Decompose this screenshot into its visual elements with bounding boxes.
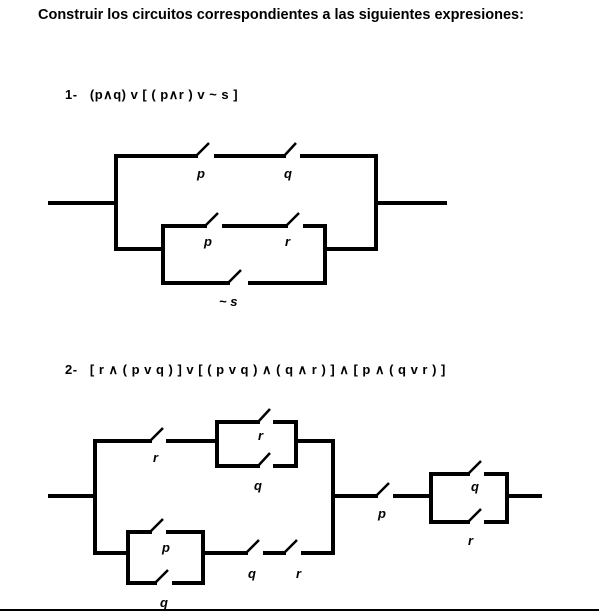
page-title: Construir los circuitos correspondientes… xyxy=(38,7,524,23)
problem-number-2: 2- xyxy=(65,362,78,377)
switch-r-inner xyxy=(285,212,300,227)
switch-q-left xyxy=(154,569,169,584)
problem-number-1: 1- xyxy=(65,87,78,102)
label-p-inner: p xyxy=(203,234,212,249)
label-r-small: r xyxy=(258,428,264,443)
switch-p-top xyxy=(195,142,210,157)
label-p-top: p xyxy=(196,166,205,181)
label-r-right: r xyxy=(468,533,474,548)
switch-q-mid xyxy=(245,539,260,554)
label-q-left: q xyxy=(160,595,168,610)
label-p-left: p xyxy=(161,540,170,555)
label-r-top: r xyxy=(153,450,159,465)
switch-r-mid xyxy=(283,539,298,554)
expression-2: 2- [ r ∧ ( p v q ) ] v [ ( p v q ) ∧ ( q… xyxy=(65,362,446,378)
switch-p-inner xyxy=(204,212,219,227)
label-q-right: q xyxy=(471,479,479,494)
label-q-mid: q xyxy=(248,566,256,581)
switch-q-right xyxy=(467,460,482,475)
label-r-inner: r xyxy=(285,234,291,249)
switch-q-small xyxy=(257,452,271,467)
switch-not-s xyxy=(227,269,242,284)
circuit-1: p q p r ~ s xyxy=(48,142,447,309)
label-p-series: p xyxy=(377,506,386,521)
label-not-s: ~ s xyxy=(219,294,237,309)
switch-r-small xyxy=(257,408,271,423)
switch-r-top xyxy=(149,427,164,442)
circuit-2: r r q p q q r p q r xyxy=(48,408,542,610)
switch-p-left xyxy=(149,518,164,533)
expression-1-text: (p∧q) v [ ( p∧r ) v ~ s ] xyxy=(89,87,239,102)
switch-q-top xyxy=(283,142,297,157)
label-q-small: q xyxy=(254,478,262,493)
label-r-mid: r xyxy=(296,566,302,581)
switch-r-right xyxy=(467,508,482,523)
expression-1: 1- (p∧q) v [ ( p∧r ) v ~ s ] xyxy=(65,87,238,103)
expression-2-text: [ r ∧ ( p v q ) ] v [ ( p v q ) ∧ ( q ∧ … xyxy=(89,362,446,377)
label-q-top: q xyxy=(284,166,292,181)
switch-p-series xyxy=(375,482,390,497)
